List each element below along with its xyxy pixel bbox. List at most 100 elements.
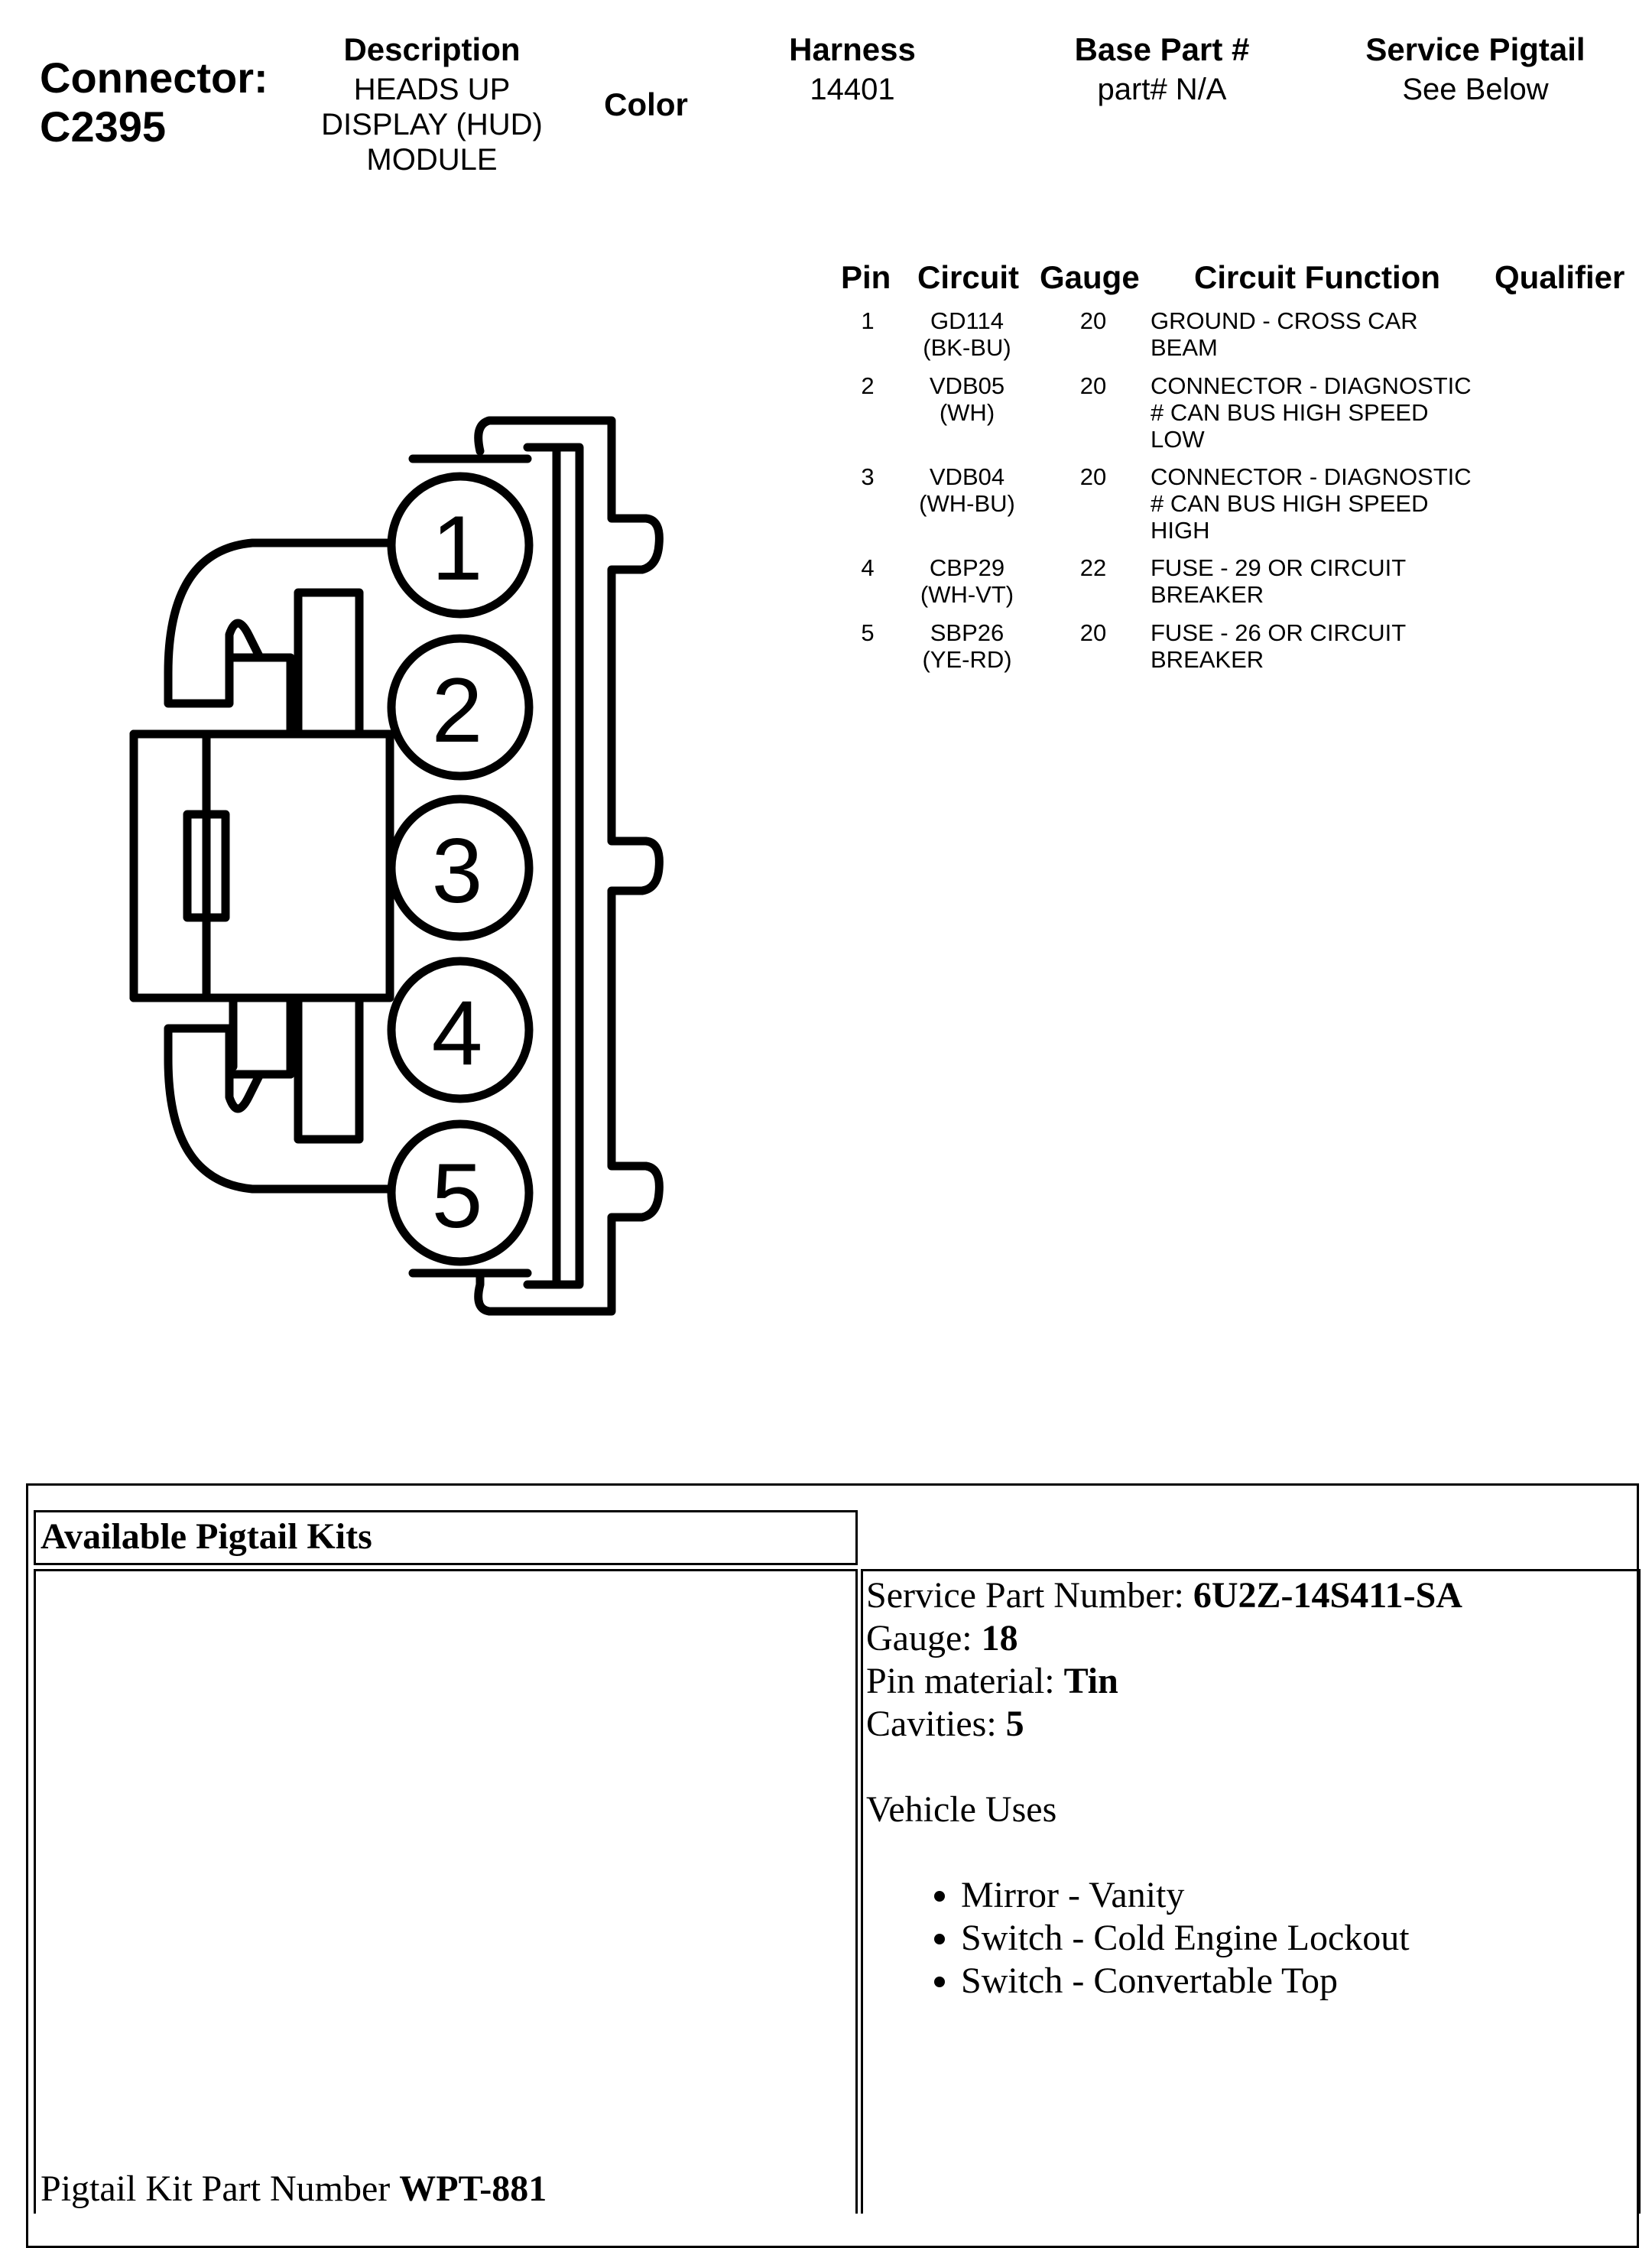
latch-arm: [164, 538, 394, 739]
latch-body: [129, 729, 211, 1002]
base-part-column: Base Part # part# N/A: [1040, 31, 1284, 107]
service-pigtail-title: Service Pigtail: [1365, 31, 1585, 67]
table-row: 3: [841, 463, 894, 490]
latch-body: [129, 729, 394, 1002]
circuit-code: GD114: [930, 307, 1004, 334]
description-line: HEADS UP: [353, 73, 511, 106]
pin-number-label: 2: [432, 659, 483, 762]
pin-cavity-3: [387, 794, 534, 941]
circuit-color: (BK-BU): [923, 334, 1011, 361]
function-line: # CAN BUS HIGH SPEED: [1151, 490, 1429, 517]
gauge-info: Gauge: 18: [866, 1617, 1635, 1660]
pin-cavity-2: [387, 634, 534, 781]
gauge-cell: 20: [1079, 372, 1107, 399]
function-line: BREAKER: [1151, 646, 1264, 673]
gauge-value: 18: [981, 1618, 1018, 1658]
pin-number: 5: [861, 619, 875, 646]
function-line: HIGH: [1151, 517, 1210, 544]
vehicle-uses-heading: Vehicle Uses: [866, 1789, 1057, 1830]
circuit-color: (WH-VT): [920, 581, 1014, 608]
circuit-function-header: Circuit Function: [1194, 259, 1440, 295]
circuit-cell: VDB05 (WH): [902, 372, 1032, 426]
pin-number: 3: [861, 463, 875, 490]
description-value: HEADS UP DISPLAY (HUD) MODULE: [290, 72, 573, 177]
function-line: # CAN BUS HIGH SPEED: [1151, 399, 1429, 426]
circuit-code: CBP29: [929, 554, 1005, 581]
pin-number-label: 1: [432, 497, 483, 599]
pin-material-info: Pin material: Tin: [866, 1660, 1635, 1703]
function-cell: GROUND - CROSS CAR BEAM: [1151, 307, 1502, 361]
function-line: FUSE - 29 OR CIRCUIT: [1151, 554, 1407, 581]
pin-material-value: Tin: [1063, 1661, 1118, 1701]
base-part-title: Base Part #: [1074, 31, 1250, 67]
latch-slot: [183, 810, 230, 922]
color-title: Color: [604, 86, 688, 122]
cavities-value: 5: [1005, 1704, 1024, 1744]
pin-cavity-5: [387, 1119, 534, 1266]
kit-part-number: Pigtail Kit Part Number WPT-881: [41, 2168, 547, 2211]
list-item: Switch - Cold Engine Lockout: [961, 1917, 1635, 1960]
description-column: Description HEADS UP DISPLAY (HUD) MODUL…: [290, 31, 573, 177]
housing-rail: [523, 443, 584, 1289]
service-part-number: Service Part Number: 6U2Z-14S411-SA: [866, 1574, 1635, 1617]
circuit-cell: VDB04 (WH-BU): [902, 463, 1032, 517]
connector-id: C2395: [40, 102, 167, 151]
description-title: Description: [343, 31, 521, 67]
list-item: Mirror - Vanity: [961, 1874, 1635, 1917]
connector-heading: Connector: C2395: [40, 54, 268, 151]
function-cell: FUSE - 26 OR CIRCUIT BREAKER: [1151, 619, 1502, 673]
description-line: DISPLAY (HUD): [321, 108, 543, 141]
pin-header: Pin: [841, 259, 891, 295]
pin-cavity-1: [387, 472, 534, 619]
function-line: GROUND - CROSS CAR: [1151, 307, 1418, 334]
cavities-label: Cavities:: [866, 1704, 997, 1744]
kit-part-value: WPT-881: [399, 2168, 547, 2209]
function-cell: FUSE - 29 OR CIRCUIT BREAKER: [1151, 554, 1502, 608]
kit-part-label: Pigtail Kit Part Number: [41, 2168, 391, 2209]
latch-arm: [294, 993, 364, 1144]
harness-column: Harness 14401: [764, 31, 940, 107]
pin-number: 2: [861, 372, 875, 399]
table-row: 1: [841, 307, 894, 334]
pin-number-label: 5: [432, 1145, 483, 1247]
connector-face-diagram: 1 2 3 4 5: [129, 416, 664, 1316]
housing-rail: [408, 454, 532, 1278]
list-item: Switch - Convertable Top: [961, 1960, 1635, 2003]
pin-number: 1: [861, 307, 875, 334]
table-row: 5: [841, 619, 894, 646]
function-cell: CONNECTOR - DIAGNOSTIC # CAN BUS HIGH SP…: [1151, 463, 1502, 544]
function-line: BREAKER: [1151, 581, 1264, 608]
table-row: 2: [841, 372, 894, 399]
circuit-cell: GD114 (BK-BU): [902, 307, 1032, 361]
function-cell: CONNECTOR - DIAGNOSTIC # CAN BUS HIGH SP…: [1151, 372, 1502, 453]
pigtail-kits-title: Available Pigtail Kits: [41, 1516, 372, 1557]
circuit-cell: CBP29 (WH-VT): [902, 554, 1032, 608]
qualifier-header: Qualifier: [1495, 259, 1625, 295]
housing-outline: [474, 416, 664, 1316]
gauge-cell: 20: [1079, 307, 1107, 334]
circuit-code: SBP26: [930, 619, 1005, 646]
base-part-value: part# N/A: [1097, 73, 1227, 106]
gauge-header: Gauge: [1040, 259, 1140, 295]
pigtail-kits-title-cell: Available Pigtail Kits: [34, 1510, 858, 1565]
harness-value: 14401: [810, 73, 895, 106]
pigtail-kit-details-cell: Service Part Number: 6U2Z-14S411-SA Gaug…: [861, 1569, 1641, 2214]
circuit-color: (WH-BU): [919, 490, 1015, 517]
circuit-color: (YE-RD): [922, 646, 1012, 673]
function-line: BEAM: [1151, 334, 1218, 361]
pin-material-label: Pin material:: [866, 1661, 1055, 1701]
service-pigtail-column: Service Pigtail See Below: [1330, 31, 1621, 107]
circuit-code: VDB05: [929, 372, 1005, 399]
circuit-header: Circuit: [917, 259, 1020, 295]
function-line: LOW: [1151, 426, 1205, 453]
latch-step: [229, 993, 295, 1079]
pin-number: 4: [861, 554, 875, 581]
description-line: MODULE: [366, 143, 498, 177]
latch-arm: [294, 588, 364, 739]
gauge-cell: 20: [1079, 619, 1107, 646]
function-line: CONNECTOR - DIAGNOSTIC: [1151, 372, 1472, 399]
vehicle-uses-list: Mirror - Vanity Switch - Cold Engine Loc…: [866, 1874, 1635, 2003]
circuit-code: VDB04: [929, 463, 1005, 490]
cavities-info: Cavities: 5: [866, 1703, 1635, 1746]
circuit-color: (WH): [939, 399, 995, 426]
